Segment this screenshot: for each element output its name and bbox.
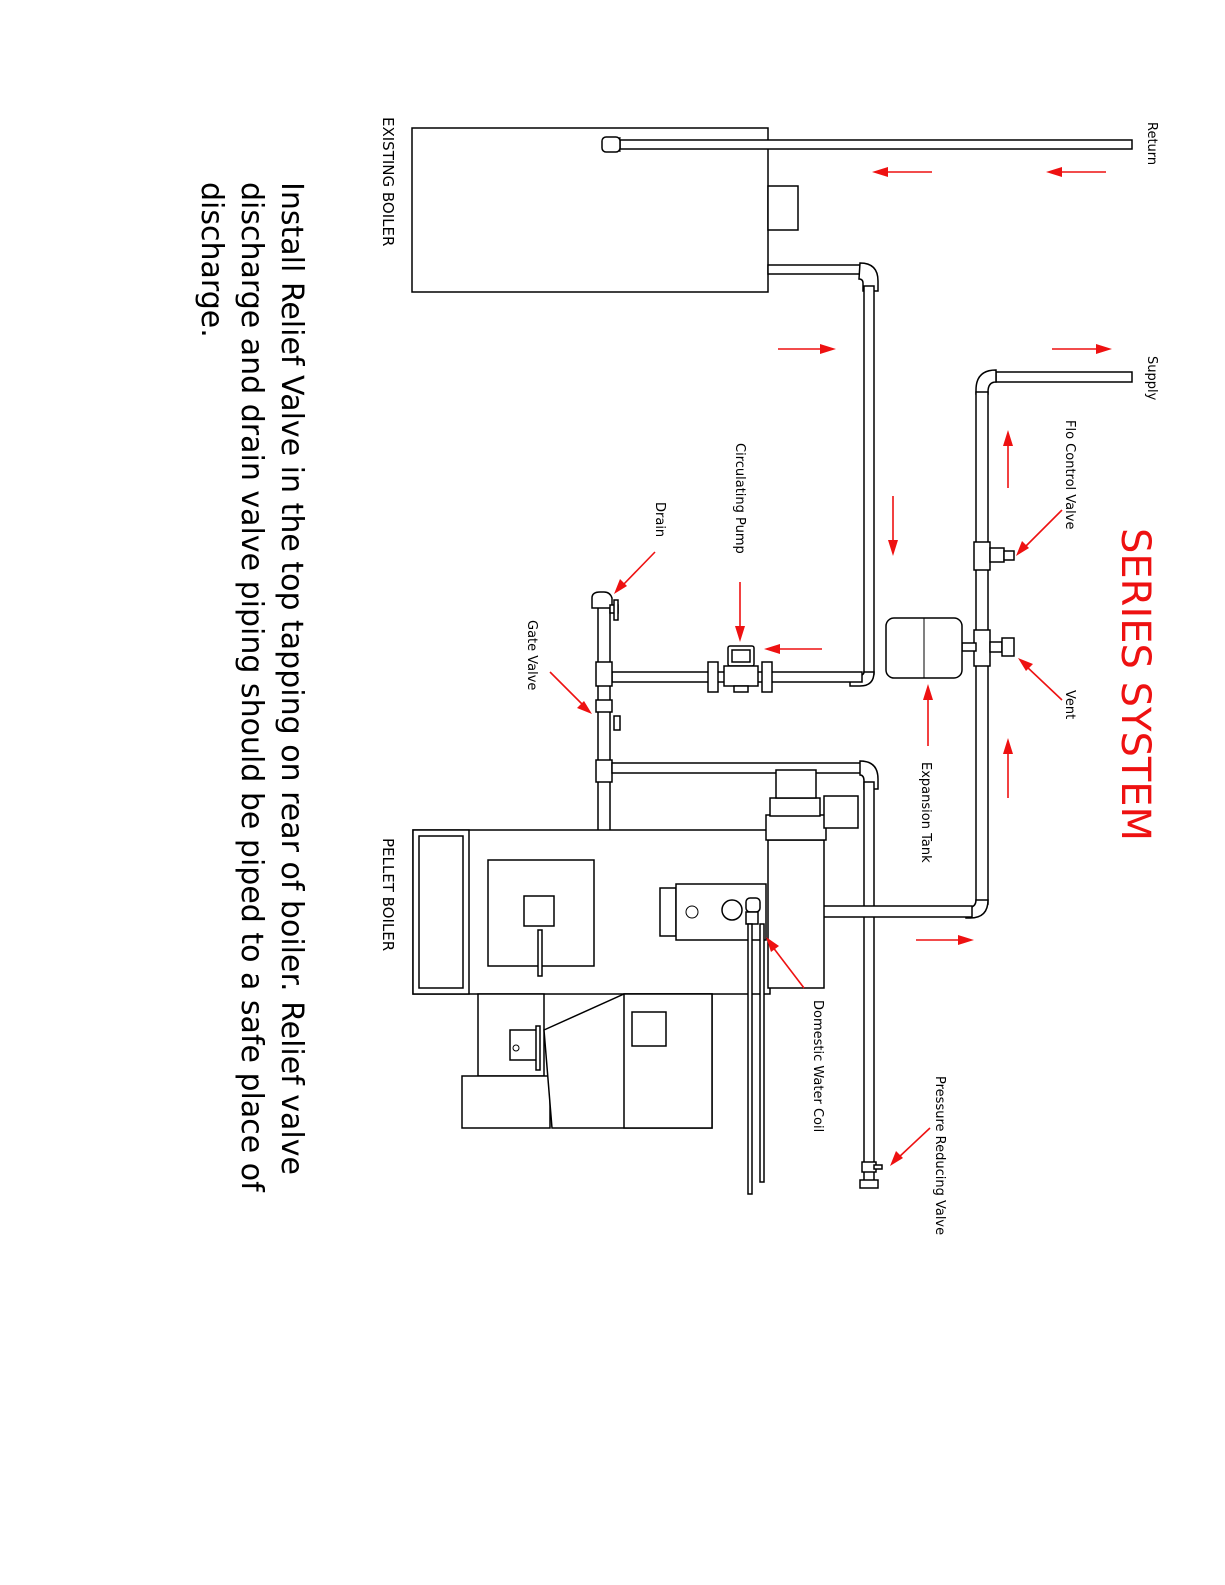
arrow-return-2 (872, 167, 932, 177)
leader-pump (735, 582, 745, 642)
note-line-1: Install Relief Valve in the top tapping … (274, 182, 309, 1175)
pellet-return-pipe (611, 760, 883, 1189)
arrow-up-1 (1003, 430, 1013, 488)
title: SERIES SYSTEM (1112, 528, 1158, 841)
pellet-hopper (461, 993, 713, 1129)
pellet-boiler-label: PELLET BOILER (379, 838, 397, 951)
leader-domestic-coil (766, 937, 805, 989)
arrow-down-1 (888, 496, 898, 556)
expansion-tank (885, 617, 963, 679)
arrow-supply-1 (1052, 344, 1112, 354)
leader-drain (614, 551, 656, 594)
expansion-tank-label: Expansion Tank (918, 762, 933, 863)
pressure-reducing-valve-label: Pressure Reducing Valve (932, 1076, 947, 1235)
return-pipe (601, 136, 1133, 153)
flow-arrows (764, 167, 1112, 945)
arrow-existing-out (778, 344, 836, 354)
vent-label: Vent (1062, 690, 1077, 719)
relief-valve-note: Install Relief Valve in the top tapping … (194, 182, 309, 1193)
domestic-water-coil-label: Domestic Water Coil (810, 1000, 825, 1132)
supply-riser (771, 369, 1133, 919)
existing-boiler (411, 127, 799, 293)
circulating-pump (723, 645, 759, 693)
drain-label: Drain (652, 502, 667, 537)
return-label: Return (1144, 122, 1159, 165)
note-line-2: discharge and drain valve piping should … (234, 182, 269, 1193)
leader-pressure-reducing (890, 1127, 931, 1166)
leader-arrows (549, 509, 1063, 1166)
arrow-return-1 (1046, 167, 1106, 177)
leader-gate-valve (549, 671, 592, 714)
arrow-supply-2 (916, 935, 974, 945)
flo-control-valve-label: Flo Control Valve (1062, 420, 1077, 529)
note-line-3: discharge. (194, 182, 229, 338)
supply-label: Supply (1144, 356, 1159, 401)
pellet-boiler (412, 769, 859, 1195)
leader-flo-control (1016, 509, 1063, 556)
gate-valve-label: Gate Valve (524, 620, 539, 690)
existing-boiler-outlet-pipe (767, 262, 879, 687)
existing-boiler-label: EXISTING BOILER (379, 117, 397, 246)
arrow-pump (764, 644, 822, 654)
leader-vent (1018, 658, 1063, 701)
leader-expansion-tank (923, 684, 933, 746)
circulating-pump-label: Circulating Pump (732, 443, 747, 554)
arrow-up-2 (1003, 738, 1013, 798)
